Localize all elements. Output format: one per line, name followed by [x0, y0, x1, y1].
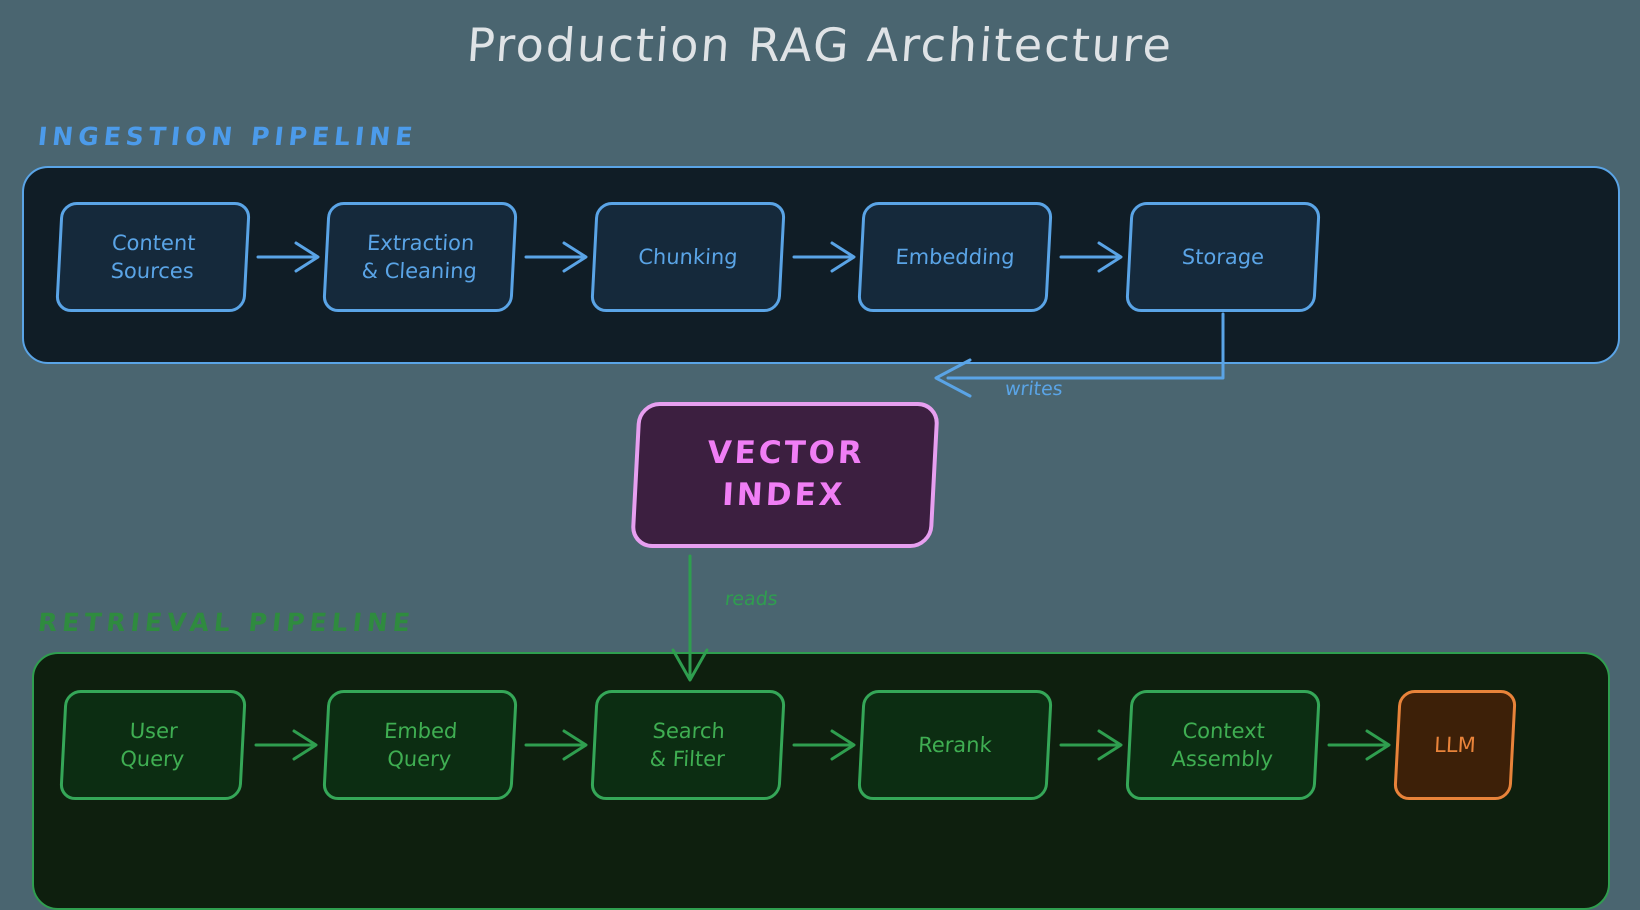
node-rerank[interactable]: Rerank [857, 690, 1053, 800]
node-chunking[interactable]: Chunking [590, 202, 786, 312]
node-embed-query[interactable]: Embed Query [322, 690, 518, 800]
node-search-filter[interactable]: Search & Filter [590, 690, 786, 800]
retrieval-pipeline-panel [32, 652, 1610, 910]
node-content-sources[interactable]: Content Sources [55, 202, 251, 312]
node-vector-index[interactable]: VECTOR INDEX [630, 402, 940, 548]
page-title: Production RAG Architecture [465, 18, 1175, 72]
ingestion-pipeline-panel [22, 166, 1620, 364]
node-storage[interactable]: Storage [1125, 202, 1321, 312]
node-extraction-cleaning[interactable]: Extraction & Cleaning [322, 202, 518, 312]
node-llm[interactable]: LLM [1393, 690, 1517, 800]
edge-label-writes: writes [1003, 378, 1064, 400]
retrieval-pipeline-label: RETRIEVAL PIPELINE [36, 608, 417, 637]
ingestion-pipeline-label: INGESTION PIPELINE [36, 122, 419, 151]
node-context-assembly[interactable]: Context Assembly [1125, 690, 1321, 800]
edge-label-reads: reads [723, 588, 779, 610]
node-embedding[interactable]: Embedding [857, 202, 1053, 312]
node-user-query[interactable]: User Query [59, 690, 247, 800]
